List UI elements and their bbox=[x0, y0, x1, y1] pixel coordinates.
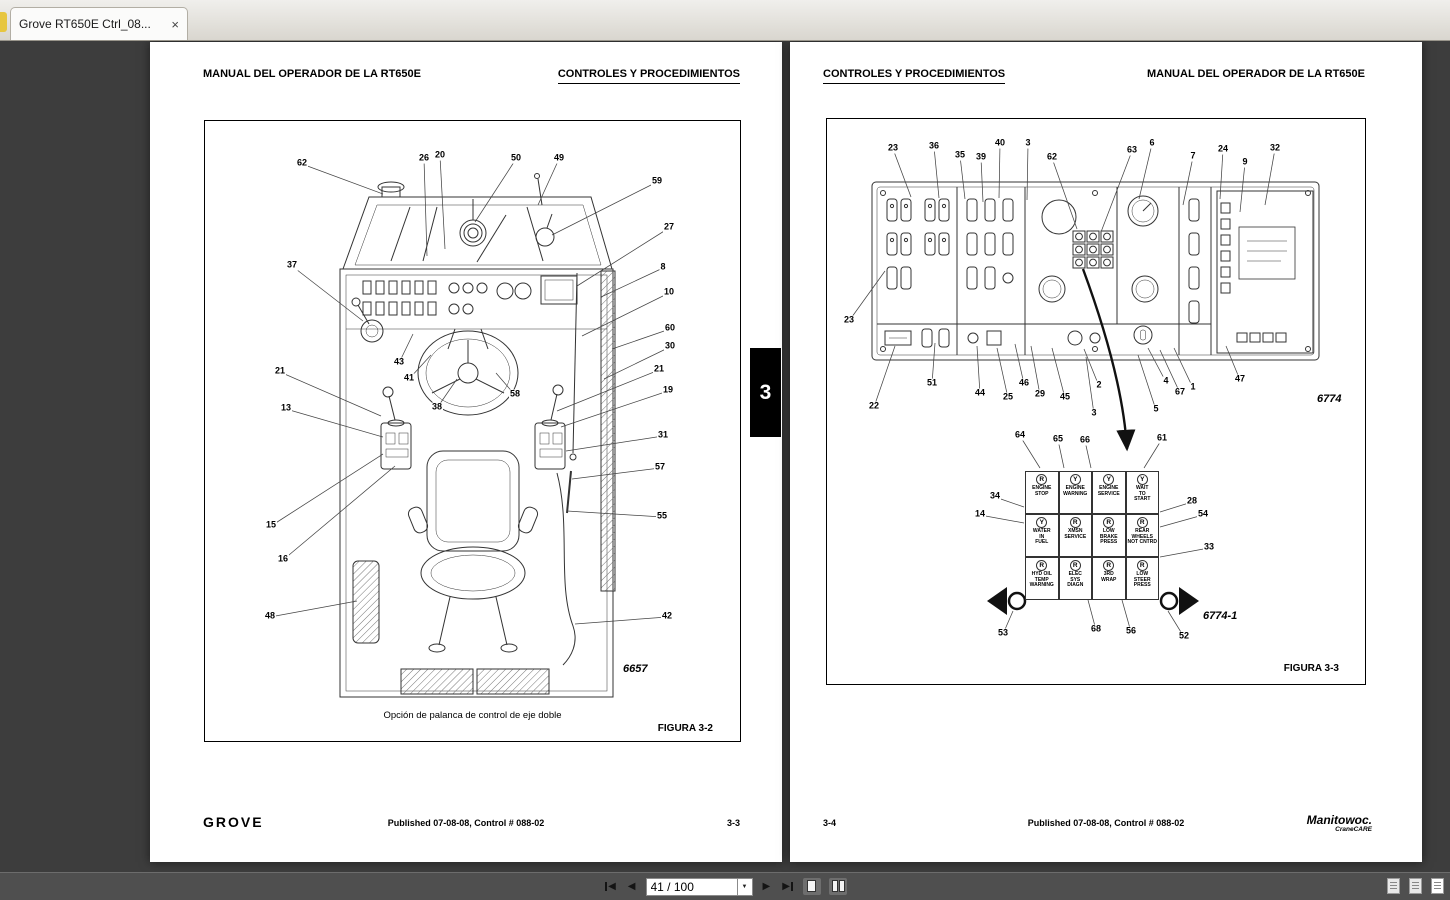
facing-pages-view-icon[interactable] bbox=[828, 878, 847, 895]
lamp-color-letter: R bbox=[1103, 560, 1115, 571]
page-navigation-field: ▼ bbox=[645, 877, 753, 896]
lamp-color-letter: R bbox=[1036, 560, 1048, 571]
cab-drawing bbox=[339, 173, 616, 698]
last-page-arrow-icon: ▶ bbox=[782, 881, 790, 892]
panel-drawing-number: 6774 bbox=[1317, 393, 1342, 405]
page-dropdown-button[interactable]: ▼ bbox=[737, 877, 753, 896]
lamp-color-letter: R bbox=[1036, 474, 1048, 485]
previous-page-arrow-icon: ◀ bbox=[627, 881, 636, 892]
control-panel-drawing bbox=[871, 181, 1320, 615]
page-sheet-glyph bbox=[838, 880, 845, 892]
manitowoc-wordmark: Manitowoc. bbox=[1306, 813, 1372, 827]
lamp-color-letter: Y bbox=[1036, 517, 1048, 528]
tab-title: Grove RT650E Ctrl_08... bbox=[19, 17, 151, 31]
right-page-header: CONTROLES Y PROCEDIMIENTOS MANUAL DEL OP… bbox=[823, 68, 1365, 84]
published-note: Published 07-08-08, Control # 088-02 bbox=[387, 818, 545, 828]
last-page-bar-icon bbox=[790, 882, 793, 891]
toolbar-right-group bbox=[1387, 878, 1444, 894]
first-page-button[interactable]: ◀ bbox=[603, 879, 618, 895]
tab-bar: Grove RT650E Ctrl_08... × bbox=[0, 0, 1450, 41]
chapter-tab: 3 bbox=[750, 348, 781, 437]
dropdown-arrow-icon: ▼ bbox=[741, 883, 748, 890]
callout-leader-lines bbox=[269, 155, 671, 625]
sidebar-thumbnails-icon[interactable] bbox=[1431, 878, 1444, 894]
manual-title-header: MANUAL DEL OPERADOR DE LA RT650E bbox=[1147, 68, 1365, 80]
cluster-right-arrow-icon bbox=[1179, 587, 1199, 615]
document-tab[interactable]: Grove RT650E Ctrl_08... × bbox=[10, 7, 188, 40]
drawing-number: 6657 bbox=[623, 663, 648, 675]
page-sheet-glyph bbox=[831, 880, 838, 892]
lamp-color-letter: Y bbox=[1136, 474, 1148, 485]
callout-leader-lines bbox=[848, 143, 1276, 638]
lamp-color-letter: Y bbox=[1069, 474, 1081, 485]
manitowoc-logo: Manitowoc. CraneCARE bbox=[1307, 814, 1372, 834]
grove-logo: GROVE bbox=[203, 814, 264, 830]
previous-page-button[interactable]: ◀ bbox=[626, 879, 638, 895]
page-number-input[interactable] bbox=[645, 877, 738, 896]
lamp-color-letter: Y bbox=[1103, 474, 1115, 485]
single-page-view-icon[interactable] bbox=[802, 878, 821, 895]
pdf-page-right: CONTROLES Y PROCEDIMIENTOS MANUAL DEL OP… bbox=[790, 42, 1422, 862]
lamp-color-letter: R bbox=[1103, 517, 1115, 528]
figure-label: FIGURA 3-2 bbox=[657, 723, 713, 734]
sidebar-bookmarks-icon[interactable] bbox=[1409, 878, 1422, 894]
figure-caption: Opción de palanca de control de eje dobl… bbox=[383, 710, 562, 721]
lamp-color-letter: R bbox=[1136, 517, 1148, 528]
lamp-color-letter: R bbox=[1069, 560, 1081, 571]
lamp-color-letter: R bbox=[1136, 560, 1148, 571]
bottom-toolbar: ◀ ◀ ▼ ▶ ▶ bbox=[0, 872, 1450, 900]
lamp-color-letter: R bbox=[1069, 517, 1081, 528]
first-page-bar-icon bbox=[605, 882, 608, 891]
next-page-arrow-icon: ▶ bbox=[762, 881, 771, 892]
section-title-header: CONTROLES Y PROCEDIMIENTOS bbox=[557, 68, 740, 84]
next-page-button[interactable]: ▶ bbox=[761, 879, 773, 895]
page-number: 3-3 bbox=[726, 818, 740, 828]
section-title-header: CONTROLES Y PROCEDIMIENTOS bbox=[823, 68, 1006, 84]
left-page-header: MANUAL DEL OPERADOR DE LA RT650E CONTROL… bbox=[203, 68, 740, 84]
published-note: Published 07-08-08, Control # 088-02 bbox=[1027, 818, 1185, 828]
tab-close-icon[interactable]: × bbox=[171, 16, 179, 32]
manual-title-header: MANUAL DEL OPERADOR DE LA RT650E bbox=[203, 68, 421, 80]
cluster-left-arrow-icon bbox=[987, 587, 1007, 615]
figure-label: FIGURA 3-3 bbox=[1283, 663, 1339, 674]
last-page-button[interactable]: ▶ bbox=[780, 879, 795, 895]
first-page-arrow-icon: ◀ bbox=[608, 881, 616, 892]
page-number: 3-4 bbox=[823, 818, 837, 828]
sidebar-pages-icon[interactable] bbox=[1387, 878, 1400, 894]
right-page-footer: 3-4 Published 07-08-08, Control # 088-02… bbox=[790, 814, 1422, 838]
page-sheet-glyph bbox=[806, 880, 816, 892]
cranecare-wordmark: CraneCARE bbox=[1335, 826, 1372, 833]
cluster-drawing-number: 6774-1 bbox=[1203, 610, 1238, 622]
app-icon bbox=[0, 12, 7, 32]
pdf-page-left: MANUAL DEL OPERADOR DE LA RT650E CONTROL… bbox=[150, 42, 782, 862]
left-page-footer: GROVE Published 07-08-08, Control # 088-… bbox=[150, 814, 782, 838]
